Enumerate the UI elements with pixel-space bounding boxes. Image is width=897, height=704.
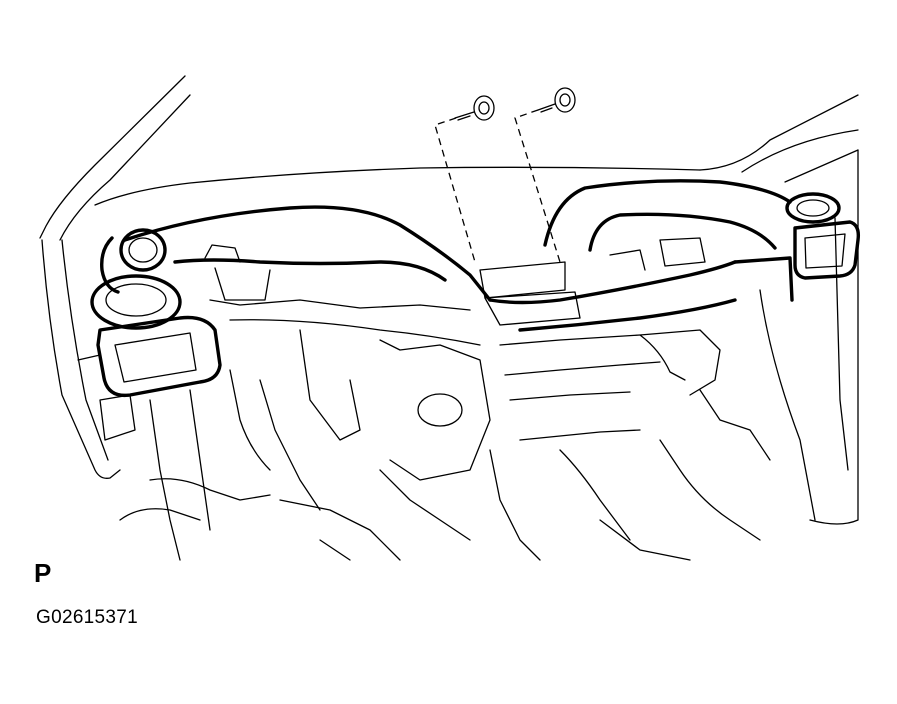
left-vent-outlet (77, 274, 222, 398)
figure-id: G02615371 (36, 607, 139, 628)
mounting-screws (434, 87, 576, 263)
right-air-duct (479, 179, 792, 332)
left-air-duct (100, 205, 492, 302)
cabin-outline (39, 75, 859, 525)
corner-label: P (34, 558, 52, 588)
screw-icon (454, 95, 495, 121)
dashboard-framework (99, 237, 771, 561)
right-vent-outlet (733, 192, 861, 302)
screw-icon (537, 87, 576, 113)
